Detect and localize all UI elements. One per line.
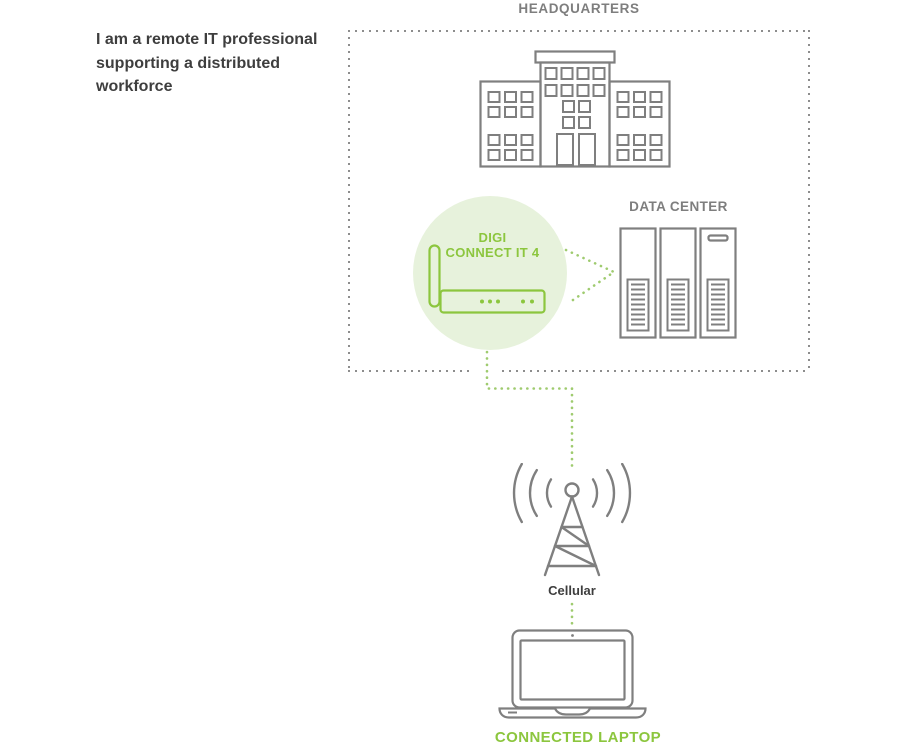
device-name-line2: CONNECT IT 4 <box>445 244 540 260</box>
radio-wave-left-inner <box>545 478 553 508</box>
headquarters-label: HEADQUARTERS <box>518 1 640 16</box>
data-center-label: DATA CENTER <box>629 199 728 214</box>
laptop-lid <box>511 629 634 709</box>
building-icon <box>479 50 671 168</box>
router-to-datacenter-dotted-arrow <box>564 248 617 304</box>
cell-tower-icon <box>512 463 632 577</box>
radio-wave-left-mid <box>528 468 538 518</box>
headline-line: I am a remote IT professional <box>96 31 318 48</box>
router-to-cellular-dotted-line <box>485 350 574 469</box>
headline-line: supporting a distributed <box>96 54 280 72</box>
cellular-label: Cellular <box>548 583 596 598</box>
hq-box-border-left <box>348 30 350 372</box>
radio-wave-right-inner <box>591 478 599 508</box>
hq-box-border-bottom-left <box>348 370 474 372</box>
hq-box-border-right <box>808 30 810 372</box>
radio-wave-left-outer <box>512 463 523 524</box>
laptop-base <box>498 707 647 719</box>
hq-box-border-bottom-right <box>502 370 808 372</box>
router-antenna <box>428 244 441 308</box>
radio-wave-right-outer <box>621 463 632 524</box>
router-icon <box>428 244 546 314</box>
headline-text: I am a remote IT professional supporting… <box>96 28 348 99</box>
laptop-camera-dot <box>571 634 574 637</box>
device-name-label: DIGI CONNECT IT 4 <box>420 230 565 260</box>
server-rack-icon <box>619 227 737 339</box>
router-leds <box>480 299 534 304</box>
laptop-icon <box>498 629 647 719</box>
laptop-screen <box>519 639 626 701</box>
radio-wave-right-mid <box>606 468 616 518</box>
hq-box-border-top <box>348 30 810 32</box>
router-body <box>439 289 546 314</box>
headline-line: workforce <box>96 78 173 95</box>
connected-laptop-label: CONNECTED LAPTOP <box>494 729 662 746</box>
device-name-line1: DIGI <box>478 230 507 245</box>
